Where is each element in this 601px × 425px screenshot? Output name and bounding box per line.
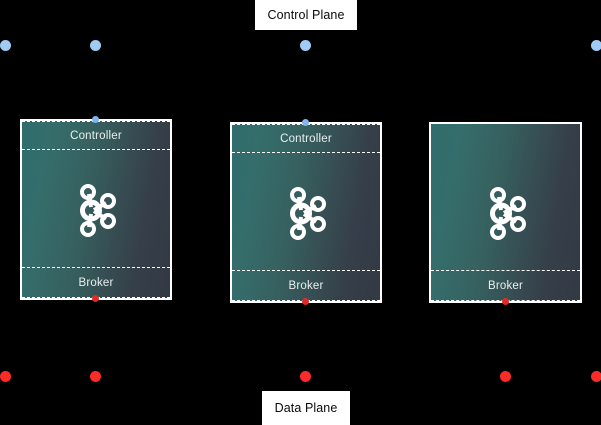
node-1-controller-label: Controller [70,130,122,142]
kafka-logo-icon [483,186,529,240]
node-2-broker-divider [232,270,380,271]
control-plane-label: Control Plane [255,0,357,30]
node-card-2-inner: Controller [232,124,380,301]
data-plane-dot-4[interactable] [500,371,511,382]
node-1-controller-divider [22,149,170,150]
control-plane-dot-4[interactable] [591,40,601,51]
node-card-2[interactable]: Controller [230,122,382,303]
data-plane-dot-1[interactable] [0,371,11,382]
node-1-broker-label: Broker [78,277,114,289]
data-plane-label: Data Plane [262,391,350,425]
kafka-logo-icon [73,183,119,237]
node-2-controller-divider [232,152,380,153]
node-1-broker-port[interactable] [92,295,99,302]
node-2-controller-port[interactable] [302,119,309,126]
node-card-3-inner: Broker [431,124,580,301]
control-plane-dot-1[interactable] [0,40,11,51]
node-1-broker-divider [22,267,170,268]
kafka-logo-icon [283,186,329,240]
node-card-1[interactable]: Controller [20,119,172,300]
node-1-controller-port[interactable] [92,116,99,123]
node-2-broker-port[interactable] [302,298,309,305]
node-2-broker-label: Broker [288,280,324,292]
node-3-broker-label: Broker [487,280,524,292]
node-2-controller-label: Controller [280,133,332,145]
node-card-3[interactable]: Broker [429,122,582,303]
data-plane-dot-2[interactable] [90,371,101,382]
node-3-broker-divider [431,270,580,271]
data-plane-dot-5[interactable] [591,371,601,382]
data-plane-dot-3[interactable] [300,371,311,382]
node-card-1-inner: Controller [22,121,170,298]
control-plane-dot-3[interactable] [300,40,311,51]
node-3-broker-port[interactable] [502,298,509,305]
control-plane-dot-2[interactable] [90,40,101,51]
